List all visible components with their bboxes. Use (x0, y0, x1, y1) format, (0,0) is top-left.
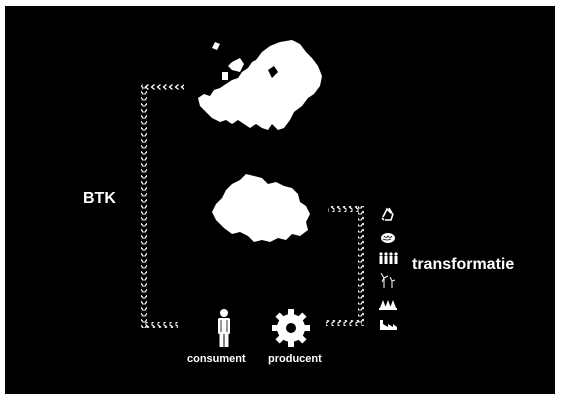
eu-label: EU (238, 92, 265, 113)
s3h-label: S3H (235, 205, 272, 226)
producent-label: producent (268, 353, 322, 365)
btk-arrow-bottom (142, 322, 178, 328)
transformatie-arrow-vertical (358, 206, 364, 326)
consument-label: consument (187, 353, 246, 365)
transformatie-arrow-top (328, 206, 362, 212)
btk-arrow-top (142, 84, 184, 90)
btk-label: BTK (83, 190, 116, 207)
transformatie-label: transformatie (412, 256, 515, 273)
btk-arrow-vertical (141, 84, 147, 328)
transformatie-arrow-bottom (326, 320, 362, 326)
